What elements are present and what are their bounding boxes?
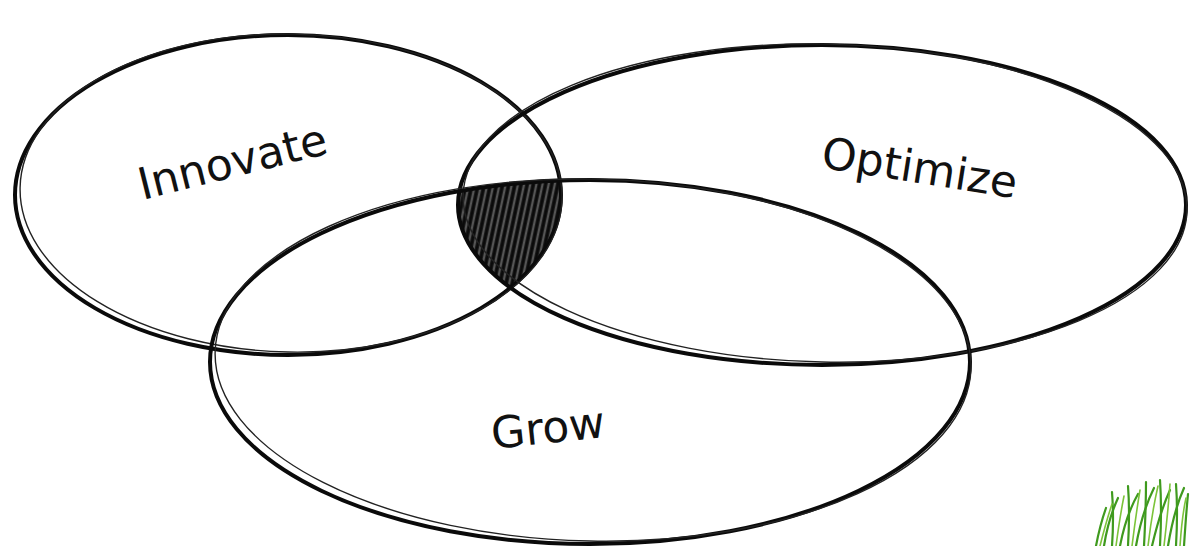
sketch-stroke — [211, 171, 974, 546]
venn-label: Grow — [485, 396, 612, 461]
sketch-stroke — [460, 37, 1191, 370]
ellipse-outline — [202, 172, 978, 546]
venn-ellipse: Grow — [202, 172, 978, 546]
venn-ellipse: Optimize — [450, 37, 1192, 373]
venn-ellipse: Innovate — [7, 27, 569, 363]
venn-label: Optimize — [815, 126, 1026, 210]
ellipse-outline — [7, 27, 569, 363]
sketch-stroke — [17, 28, 566, 357]
ellipse-stroke — [15, 35, 561, 355]
ellipse-outline — [450, 37, 1192, 373]
venn-label: Innovate — [128, 112, 336, 211]
